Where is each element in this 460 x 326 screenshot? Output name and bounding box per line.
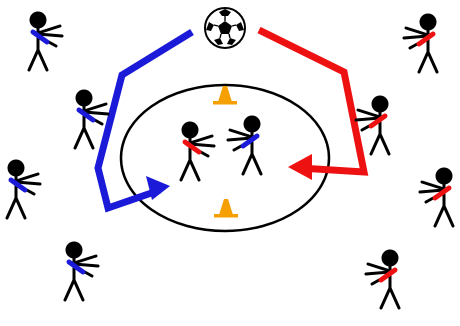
cone-icon <box>214 199 238 218</box>
red-bib <box>182 139 202 155</box>
blue-run-arrow <box>94 29 194 213</box>
blue-bib <box>76 107 96 123</box>
red-player-icon <box>402 12 439 74</box>
blue-player-icon <box>73 88 110 150</box>
blue-bib <box>30 29 50 45</box>
red-bib <box>432 185 452 201</box>
blue-player-icon <box>226 114 263 176</box>
blue-bib <box>66 259 86 275</box>
red-player-icon <box>418 166 455 228</box>
red-bib <box>378 267 398 283</box>
red-player-icon <box>354 94 391 156</box>
red-bib <box>416 31 436 47</box>
blue-bib <box>8 177 28 193</box>
blue-player-icon <box>63 240 100 302</box>
blue-player-icon <box>27 10 64 72</box>
blue-bib <box>240 133 260 149</box>
blue-player-icon <box>5 158 42 220</box>
red-player-icon <box>364 248 401 310</box>
soccer-ball-icon <box>204 7 246 49</box>
cone-icon <box>213 86 237 105</box>
red-bib <box>368 113 388 129</box>
red-player-icon <box>179 120 216 182</box>
red-run-arrow <box>257 26 369 180</box>
playing-circle <box>119 83 331 233</box>
